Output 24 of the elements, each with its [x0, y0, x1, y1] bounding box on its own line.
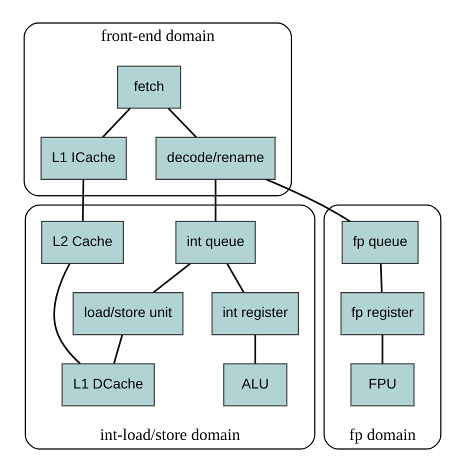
- connector: [167, 107, 196, 138]
- node-box: fp register: [340, 292, 424, 335]
- connector: [152, 262, 190, 293]
- connector: [214, 179, 216, 221]
- node-box: ALU: [222, 362, 287, 406]
- connector: [81, 179, 84, 221]
- connector: [112, 334, 123, 364]
- connector: [379, 262, 382, 292]
- node-box: L2 Cache: [40, 220, 124, 264]
- connector: [254, 334, 256, 364]
- node-box: fetch: [116, 65, 181, 108]
- node-box: decode/rename: [154, 136, 276, 180]
- node-box: load/store unit: [72, 292, 183, 335]
- node-box: int queue: [174, 220, 256, 264]
- connector: [381, 334, 383, 364]
- node-box: fp queue: [341, 220, 418, 264]
- node-box: FPU: [350, 362, 414, 406]
- node-box: L1 ICache: [40, 136, 126, 180]
- connector: [226, 262, 244, 292]
- node-box: int register: [211, 292, 299, 335]
- connector: [52, 262, 80, 364]
- connector: [102, 107, 130, 138]
- node-box: L1 DCache: [61, 362, 154, 406]
- connector: [266, 178, 350, 222]
